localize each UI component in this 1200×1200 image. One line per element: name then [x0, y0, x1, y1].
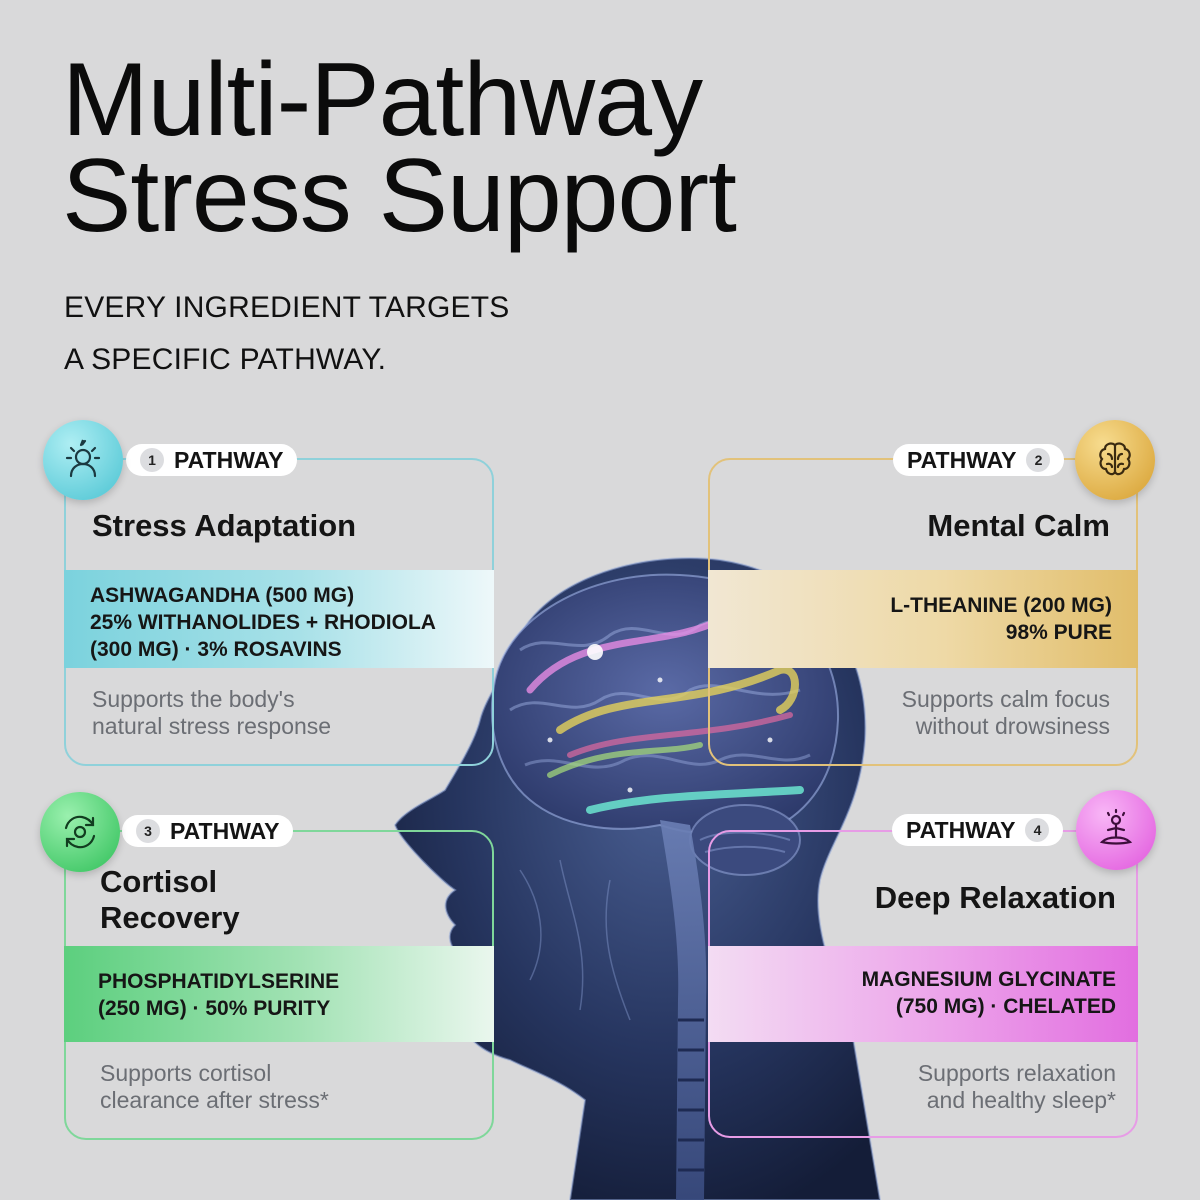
pathway-number: 4 — [1025, 818, 1050, 842]
page-title: Multi-Pathway Stress Support — [62, 42, 737, 254]
description-line: natural stress response — [92, 713, 332, 739]
ingredient-line: 25% WITHANOLIDES + RHODIOLA — [90, 611, 436, 634]
pathway-number: 3 — [136, 819, 160, 843]
title-line: Recovery — [100, 900, 240, 935]
title-line-1: Multi-Pathway — [62, 42, 703, 158]
title-line: Cortisol — [100, 864, 218, 899]
pathway-2-description: Supports calm focus without drowsiness — [902, 686, 1110, 740]
ingredient-line: L-THEANINE (200 MG) — [890, 594, 1112, 617]
pathway-label-text: PATHWAY — [174, 446, 284, 473]
pathway-2-label: PATHWAY 2 — [893, 444, 1065, 476]
ingredient-line: 98% PURE — [1005, 621, 1112, 644]
pathway-card-3: Cortisol Recovery PHOSPHATIDYLSERINE (25… — [64, 830, 494, 1140]
description-line: Supports relaxation — [917, 1060, 1116, 1086]
ingredient-line: PHOSPHATIDYLSERINE — [98, 970, 340, 993]
pathway-3-label: 3 PATHWAY — [122, 815, 294, 847]
pathway-card-4: Deep Relaxation MAGNESIUM GLYCINATE (750… — [708, 830, 1138, 1138]
description-line: without drowsiness — [915, 713, 1110, 739]
ingredient-line: (750 MG) · CHELATED — [895, 995, 1116, 1018]
pathway-label-text: PATHWAY — [906, 816, 1016, 843]
pathway-3-title: Cortisol Recovery — [100, 864, 240, 936]
description-line: Supports calm focus — [901, 686, 1110, 712]
pathway-2-ingredients: L-THEANINE (200 MG) 98% PURE — [708, 570, 1138, 668]
pathway-card-1: Stress Adaptation ASHWAGANDHA (500 MG) 2… — [64, 458, 494, 766]
cycle-recovery-icon — [40, 792, 120, 872]
pathway-number: 1 — [140, 448, 164, 472]
ingredient-line: ASHWAGANDHA (500 MG) — [90, 584, 355, 607]
subtitle-line-2: A SPECIFIC PATHWAY. — [64, 343, 387, 376]
pathway-2-title: Mental Calm — [927, 508, 1110, 543]
stressed-head-icon — [43, 420, 123, 500]
pathway-4-description: Supports relaxation and healthy sleep* — [918, 1060, 1116, 1114]
description-line: Supports the body's — [92, 686, 295, 712]
pathway-card-2: Mental Calm L-THEANINE (200 MG) 98% PURE… — [708, 458, 1138, 766]
pathway-3-description: Supports cortisol clearance after stress… — [100, 1060, 329, 1114]
pathway-3-ingredients: PHOSPHATIDYLSERINE (250 MG) · 50% PURITY — [64, 946, 494, 1042]
pathway-1-label: 1 PATHWAY — [126, 444, 298, 476]
pathway-1-ingredients: ASHWAGANDHA (500 MG) 25% WITHANOLIDES + … — [64, 570, 494, 668]
pathway-1-description: Supports the body's natural stress respo… — [92, 686, 331, 740]
brain-icon — [1075, 420, 1155, 500]
pathway-label-text: PATHWAY — [907, 446, 1017, 473]
pathway-4-ingredients: MAGNESIUM GLYCINATE (750 MG) · CHELATED — [708, 946, 1138, 1042]
ingredient-line: (300 MG) · 3% ROSAVINS — [90, 638, 342, 661]
description-line: clearance after stress* — [100, 1087, 329, 1113]
description-line: and healthy sleep* — [926, 1087, 1116, 1113]
pathway-4-label: PATHWAY 4 — [892, 814, 1064, 846]
description-line: Supports cortisol — [100, 1060, 272, 1086]
pathway-number: 2 — [1026, 448, 1051, 472]
head-brain-illustration — [393, 557, 882, 1200]
page-subtitle: EVERY INGREDIENT TARGETS A SPECIFIC PATH… — [64, 282, 509, 386]
title-line-2: Stress Support — [62, 138, 737, 254]
meditation-icon — [1076, 790, 1156, 870]
ingredient-line: (250 MG) · 50% PURITY — [98, 997, 331, 1020]
pathway-label-text: PATHWAY — [170, 817, 280, 844]
pathway-1-title: Stress Adaptation — [92, 508, 357, 543]
pathway-4-title: Deep Relaxation — [874, 880, 1116, 915]
ingredient-line: MAGNESIUM GLYCINATE — [861, 968, 1116, 991]
subtitle-line-1: EVERY INGREDIENT TARGETS — [64, 291, 510, 324]
